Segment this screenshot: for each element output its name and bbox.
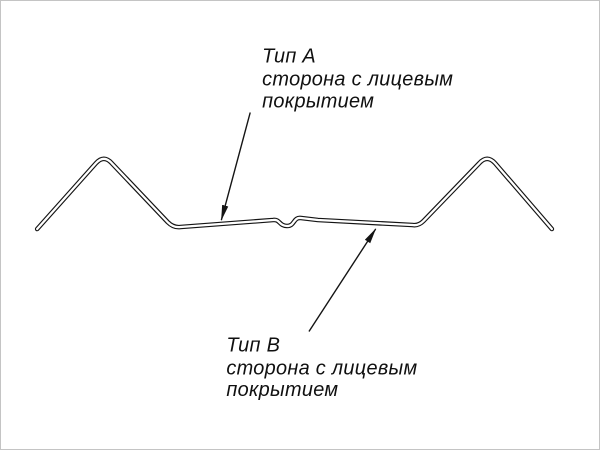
label-type-a-line2: покрытием bbox=[262, 91, 374, 113]
label-type-a-title: Тип A bbox=[262, 46, 316, 68]
label-type-b-line1: сторона с лицевым bbox=[226, 357, 417, 379]
leader-line-type-b bbox=[308, 228, 377, 332]
label-type-b-line2: покрытием bbox=[226, 379, 338, 401]
label-type-b-title: Тип B bbox=[226, 334, 280, 356]
label-type-a-line1: сторона с лицевым bbox=[262, 69, 453, 91]
leader-line-type-a bbox=[220, 112, 251, 221]
sheet-profile-core bbox=[36, 157, 554, 231]
